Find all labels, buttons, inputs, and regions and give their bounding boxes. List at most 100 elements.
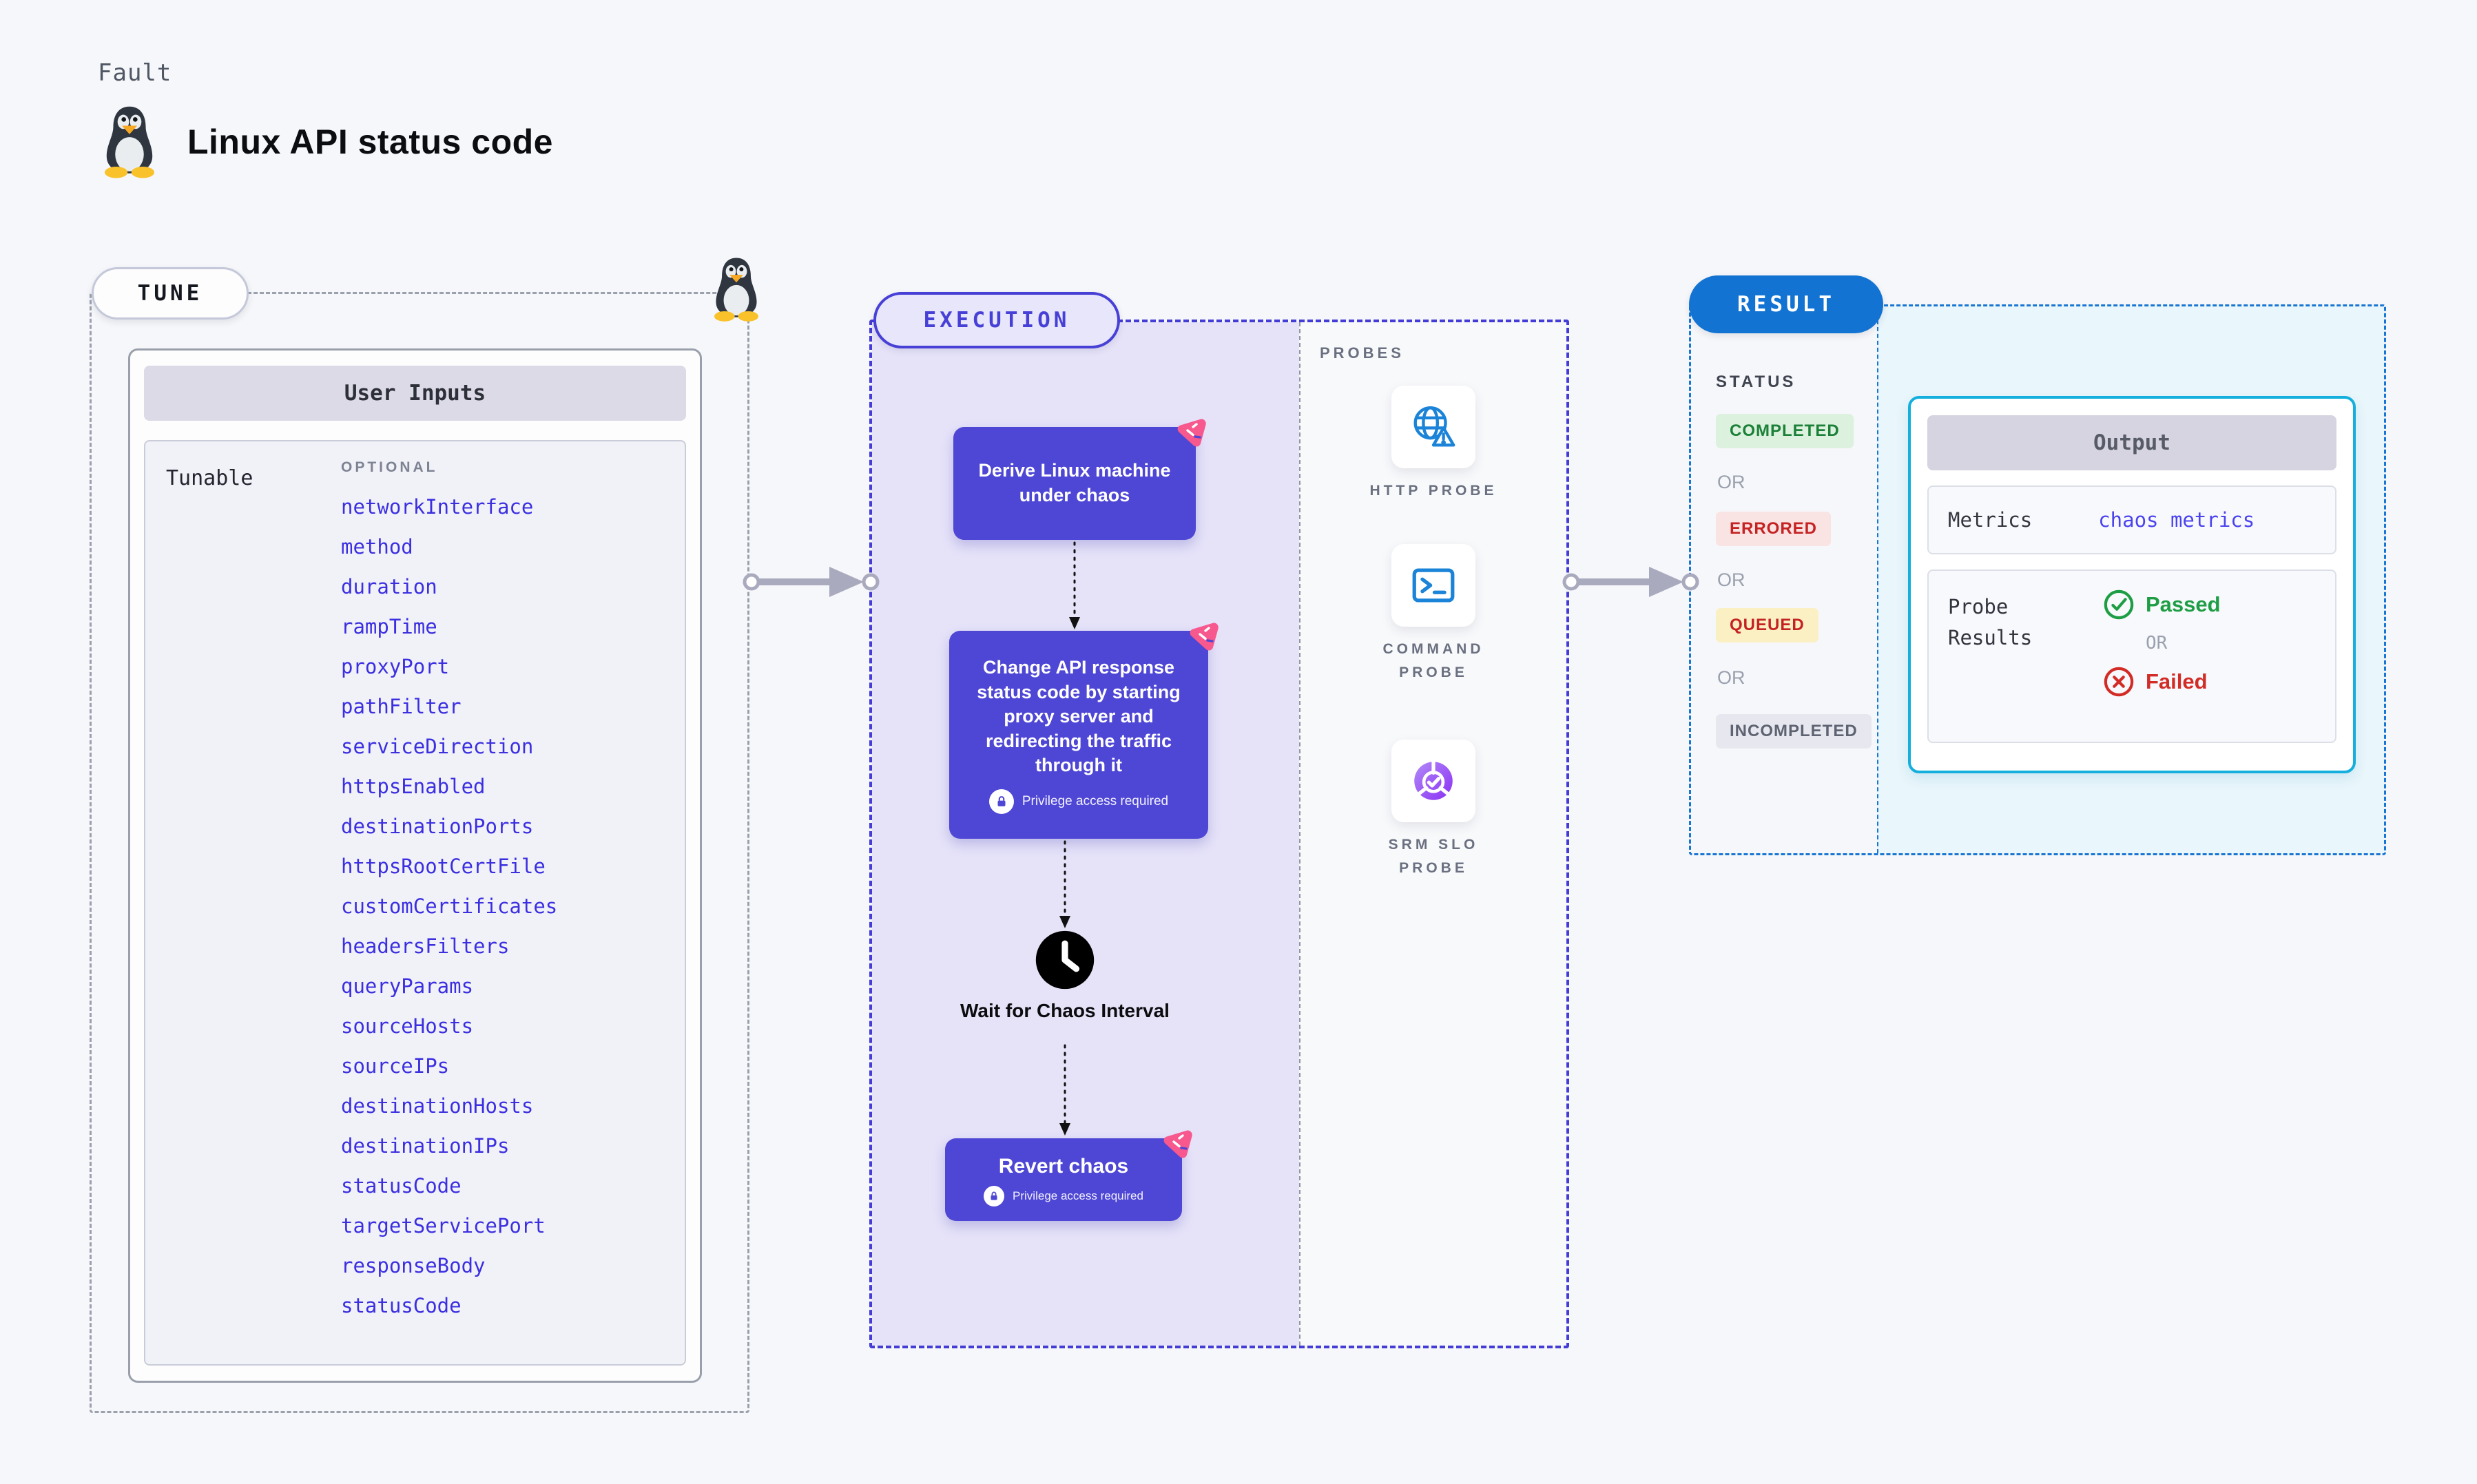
optional-label: OPTIONAL [341,459,438,475]
metrics-value-link[interactable]: chaos metrics [2098,508,2255,532]
tune-section [90,292,749,1413]
output-column: Output Metrics chaos metrics Probe Resul… [1877,306,2384,853]
status-badge-completed: COMPLETED [1716,414,1854,448]
chaos-logo-icon [1162,1129,1194,1160]
passed-label: Passed [2146,592,2221,616]
step-derive-machine: Derive Linux machine under chaos [953,417,1208,540]
tunable-link[interactable]: customCertificates [341,895,558,918]
flow-arrow-tune-to-execution [743,560,880,604]
probe-srm-slo: SRM SLO PROBE [1300,740,1566,879]
probe-command: COMMAND PROBE [1300,544,1566,684]
tune-badge: TUNE [92,267,249,320]
step-label: Change API response status code by start… [977,656,1181,776]
chaos-logo-icon [1176,417,1208,448]
tunable-link[interactable]: targetServicePort [341,1214,546,1237]
probe-card [1391,740,1475,822]
probe-label: HTTP PROBE [1369,483,1497,499]
result-section: STATUS COMPLETED OR ERRORED OR QUEUED OR… [1689,304,2386,855]
tunable-link[interactable]: duration [341,575,437,598]
tunable-link[interactable]: networkInterface [341,495,534,519]
linux-tux-icon [714,258,758,322]
status-badge-errored: ERRORED [1716,512,1832,546]
flow-arrow-down [1059,840,1070,928]
privilege-label: Privilege access required [1013,1189,1143,1202]
probe-card [1391,544,1475,627]
or-label: OR [1717,667,1745,688]
tunables-list: networkInterface method duration rampTime pr… [341,487,557,1326]
lock-icon [984,1185,1005,1206]
tunable-link[interactable]: sourceIPs [341,1054,450,1078]
flow-arrow-execution-to-result [1562,560,1700,604]
status-column: STATUS COMPLETED OR ERRORED OR QUEUED OR… [1691,306,1877,853]
status-heading: STATUS [1716,373,1796,391]
probe-label: SRM SLO PROBE [1388,837,1479,876]
tunable-link[interactable]: rampTime [341,615,437,638]
probes-panel: PROBES HTTP PROBE [1299,322,1566,1346]
failed-indicator: Failed [2103,666,2221,698]
lock-icon [988,789,1014,815]
probe-http: HTTP PROBE [1300,386,1566,503]
or-label: OR [2146,633,2168,654]
tunable-link[interactable]: method [341,535,413,558]
passed-indicator: Passed [2103,589,2221,620]
user-inputs-header: User Inputs [144,366,686,421]
globe-alert-icon [1413,406,1455,447]
tunable-link[interactable]: destinationPorts [341,815,534,838]
output-card: Output Metrics chaos metrics Probe Resul… [1908,396,2356,773]
step-change-status-code: Change API response status code by start… [949,621,1220,839]
tunable-link[interactable]: headersFilters [341,934,510,958]
probe-card [1391,386,1475,468]
probe-results-values: Passed OR Failed [2103,589,2221,742]
tunable-link[interactable]: httpsRootCertFile [341,855,546,878]
or-label: OR [1717,569,1745,590]
tunable-link[interactable]: pathFilter [341,695,462,718]
wait-node-label: Wait for Chaos Interval [960,1000,1170,1021]
execution-flow-area: Derive Linux machine under chaos Change … [872,322,1299,1346]
tunable-link[interactable]: queryParams [341,974,474,998]
step-label: Derive Linux machine under chaos [978,460,1171,505]
status-badge-incompleted: INCOMPLETED [1716,714,1872,749]
page-title-row: Linux API status code [98,105,553,179]
failed-label: Failed [2146,669,2208,693]
linux-tux-icon [105,106,154,178]
page-title: Linux API status code [187,123,553,161]
result-badge: RESULT [1689,275,1883,333]
x-circle-icon [2104,667,2134,697]
clock-icon [1035,930,1095,990]
step-revert-chaos: Revert chaos Privilege access required [945,1129,1194,1221]
tunable-link[interactable]: statusCode [341,1294,462,1317]
probe-label: COMMAND PROBE [1382,641,1484,680]
page-kind-label: Fault [98,59,172,87]
user-inputs-body: Tunable OPTIONAL networkInterface method d… [144,440,686,1366]
probe-results-row: Probe Results Passed OR [1927,569,2336,743]
tunable-link[interactable]: destinationHosts [341,1094,534,1118]
tunable-link[interactable]: httpsEnabled [341,775,486,798]
tunable-link[interactable]: destinationIPs [341,1134,510,1158]
tunable-link[interactable]: serviceDirection [341,735,534,758]
privilege-label: Privilege access required [1022,794,1169,809]
flow-arrow-down [1059,1044,1070,1136]
flow-arrow-down [1069,541,1080,629]
user-inputs-card: User Inputs Tunable OPTIONAL networkInte… [128,348,702,1383]
or-label: OR [1717,472,1745,492]
status-badge-queued: QUEUED [1716,608,1818,642]
tunable-link[interactable]: proxyPort [341,655,450,678]
output-header: Output [1927,415,2336,470]
probe-results-label: Probe Results [1948,595,2033,649]
terminal-icon [1412,568,1455,603]
execution-badge: EXECUTION [873,292,1120,348]
privilege-row: Privilege access required [984,1185,1143,1206]
step-label: Revert chaos [998,1155,1129,1178]
chaos-logo-icon [1188,621,1220,652]
tunable-link[interactable]: sourceHosts [341,1014,474,1038]
probes-title: PROBES [1320,344,1405,362]
slo-pie-check-icon [1414,760,1453,800]
tunable-link[interactable]: responseBody [341,1254,486,1277]
metrics-label: Metrics [1948,508,2033,532]
privilege-row: Privilege access required [988,789,1169,815]
tunable-link[interactable]: statusCode [341,1174,462,1198]
check-circle-icon [2104,589,2134,620]
tunable-column-label: Tunable [166,466,253,490]
execution-section: Derive Linux machine under chaos Change … [869,320,1569,1348]
